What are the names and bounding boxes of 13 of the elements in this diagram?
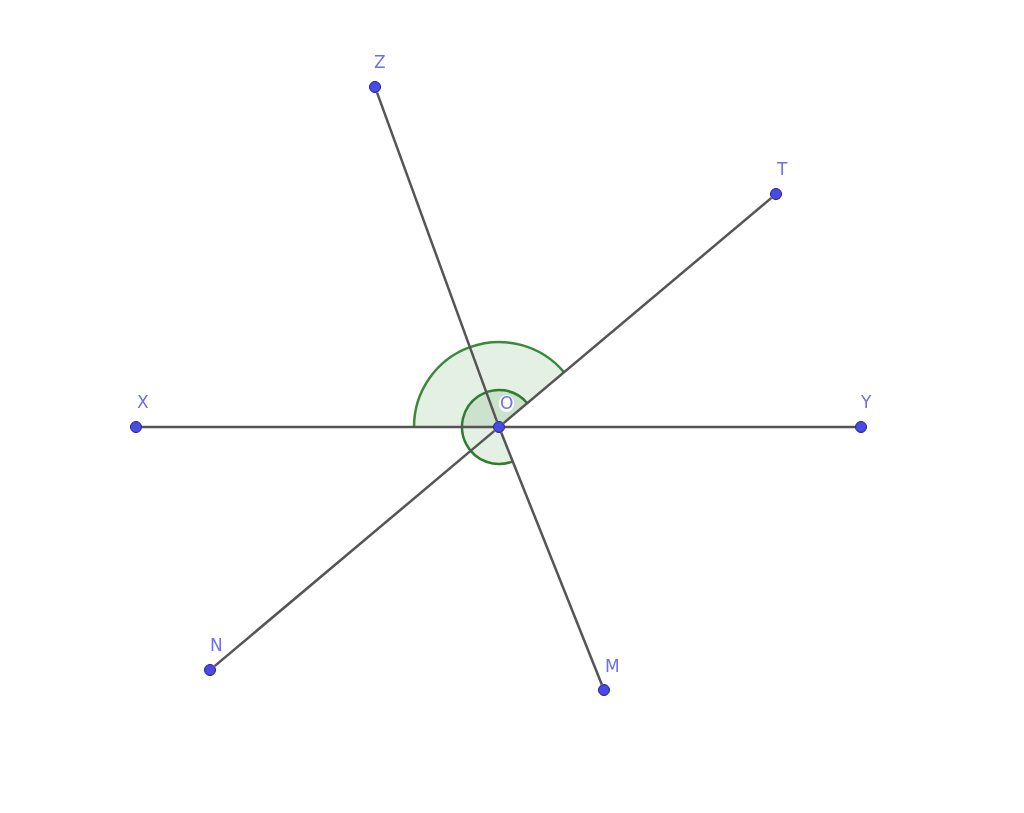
line-segment [502,196,773,425]
line-segment [500,432,603,685]
line-segment [505,425,855,429]
line-segment [213,429,496,668]
point-label: Z [374,54,386,71]
point-label: T [777,161,788,178]
point-label: Y [861,394,872,411]
point-label: X [137,394,149,411]
point-label: O [499,395,515,412]
line-segment [142,425,493,429]
line-segment [375,92,499,422]
point-label: M [605,658,620,675]
point-label: N [210,637,223,654]
